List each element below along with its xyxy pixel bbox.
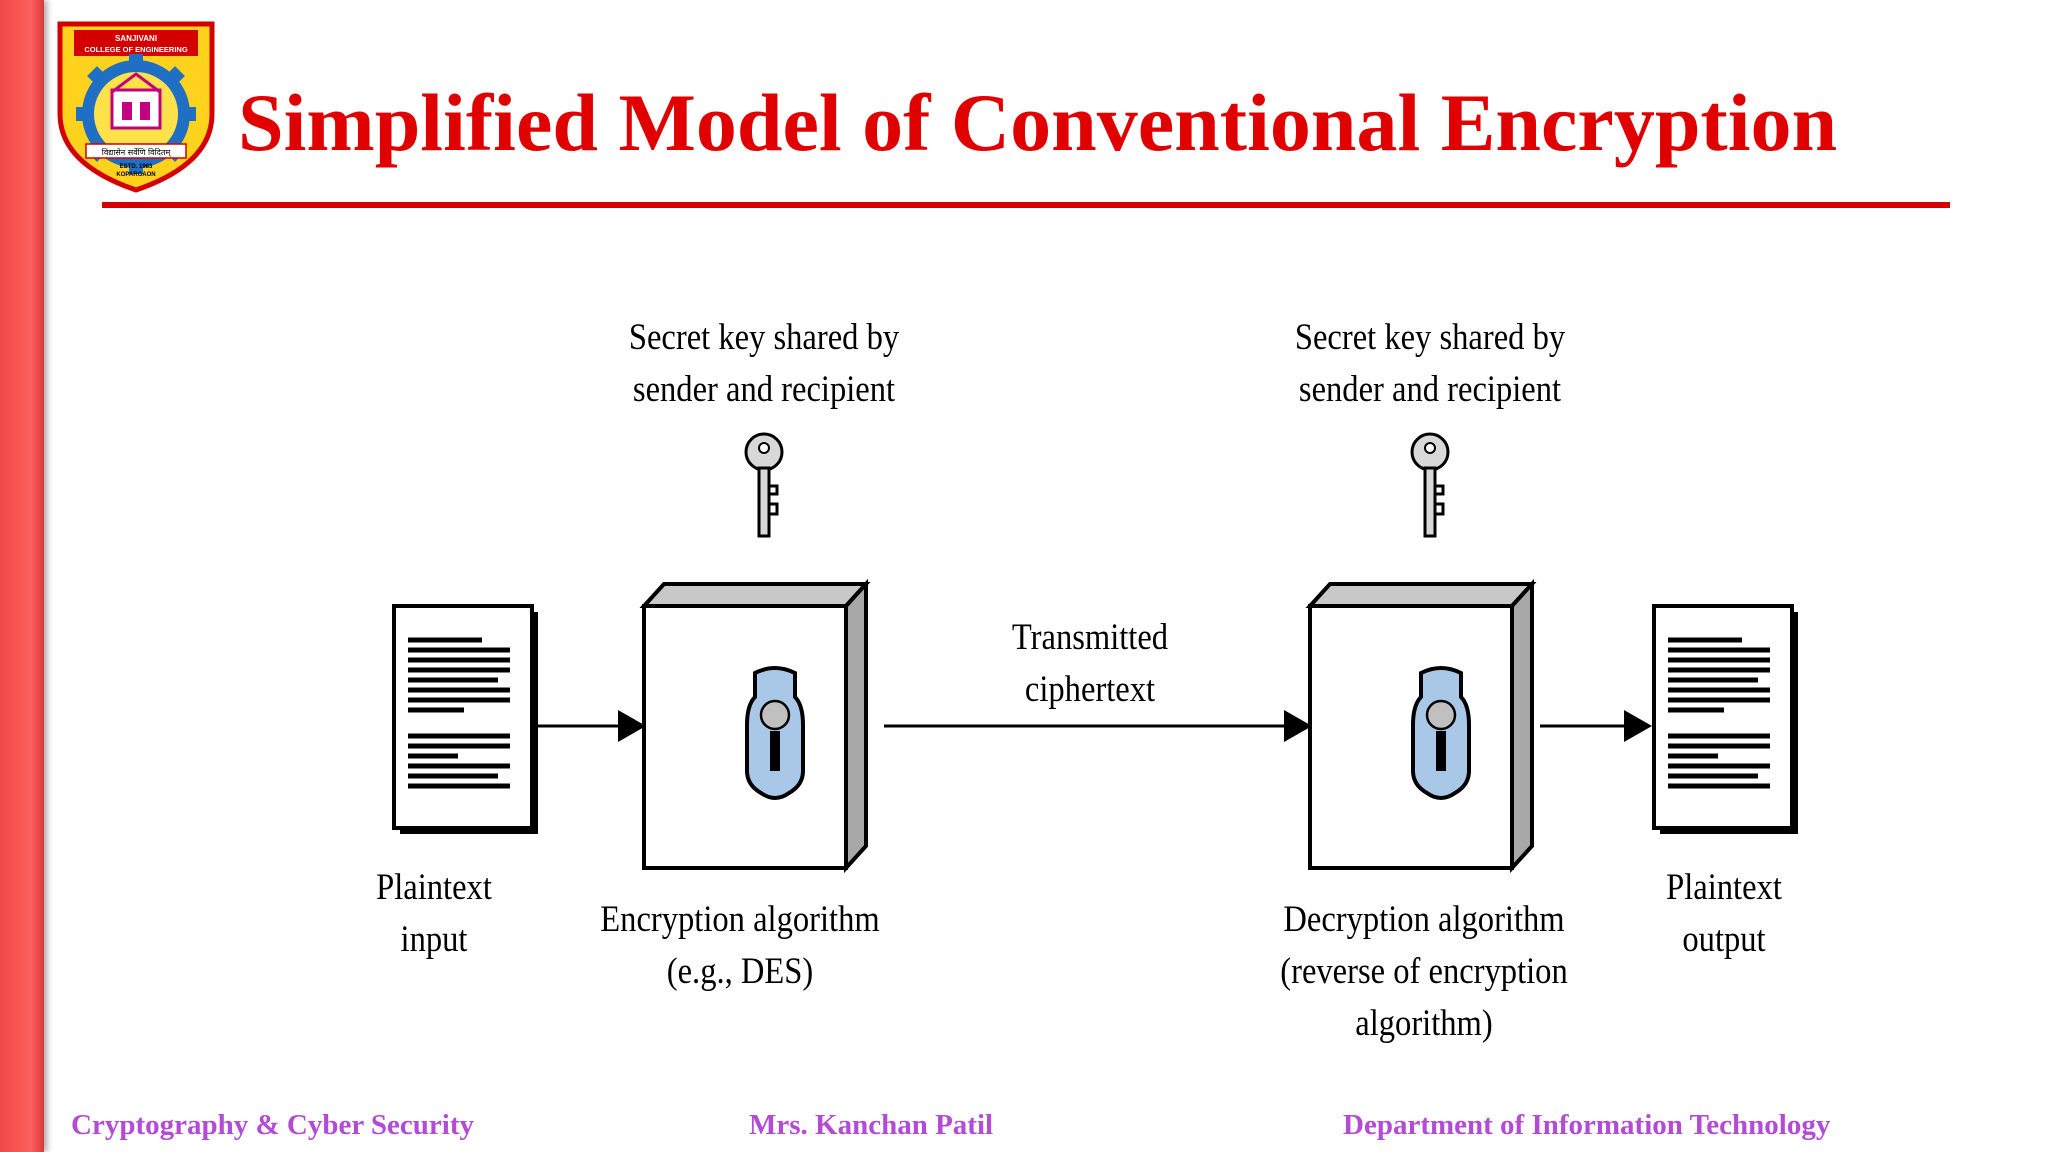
college-logo: SANJIVANI COLLEGE OF ENGINEERING विद्यास… — [57, 21, 215, 193]
secret-key-label-right: Secret key shared by sender and recipien… — [1294, 317, 1566, 410]
plaintext-input-label: Plaintext input — [376, 867, 492, 960]
footer-department: Department of Information Technology — [1343, 1109, 1831, 1141]
plaintext-input-document-icon — [392, 604, 540, 836]
decryption-algorithm-box — [1305, 578, 1537, 874]
slide-title: Simplified Model of Conventional Encrypt… — [238, 77, 1838, 168]
encryption-algorithm-box — [639, 578, 871, 874]
svg-text:विद्यासेन सर्वेणि विदितम्: विद्यासेन सर्वेणि विदितम् — [102, 147, 172, 158]
title-underline — [102, 202, 1950, 208]
left-accent-bar — [0, 0, 44, 1152]
flow-arrows — [538, 710, 1652, 742]
key-icon — [1410, 432, 1450, 538]
footer-course-name: Cryptography & Cyber Security — [71, 1109, 475, 1141]
plaintext-output-label: Plaintext output — [1666, 867, 1782, 960]
decryption-algorithm-label: Decryption algorithm (reverse of encrypt… — [1280, 899, 1568, 1044]
encryption-algorithm-label: Encryption algorithm (e.g., DES) — [600, 899, 880, 992]
plaintext-output-document-icon — [1652, 604, 1800, 836]
svg-text:KOPARGAON: KOPARGAON — [116, 172, 155, 178]
svg-text:ESTD. 1983: ESTD. 1983 — [120, 164, 153, 170]
footer-instructor-name: Mrs. Kanchan Patil — [749, 1109, 994, 1141]
svg-text:COLLEGE OF ENGINEERING: COLLEGE OF ENGINEERING — [84, 45, 188, 54]
lock-icon — [1411, 666, 1471, 800]
transmitted-ciphertext-label: Transmitted ciphertext — [1011, 617, 1169, 710]
svg-text:SANJIVANI: SANJIVANI — [115, 34, 157, 43]
key-icon — [744, 432, 784, 538]
secret-key-label-left: Secret key shared by sender and recipien… — [628, 317, 900, 410]
lock-icon — [745, 666, 805, 800]
